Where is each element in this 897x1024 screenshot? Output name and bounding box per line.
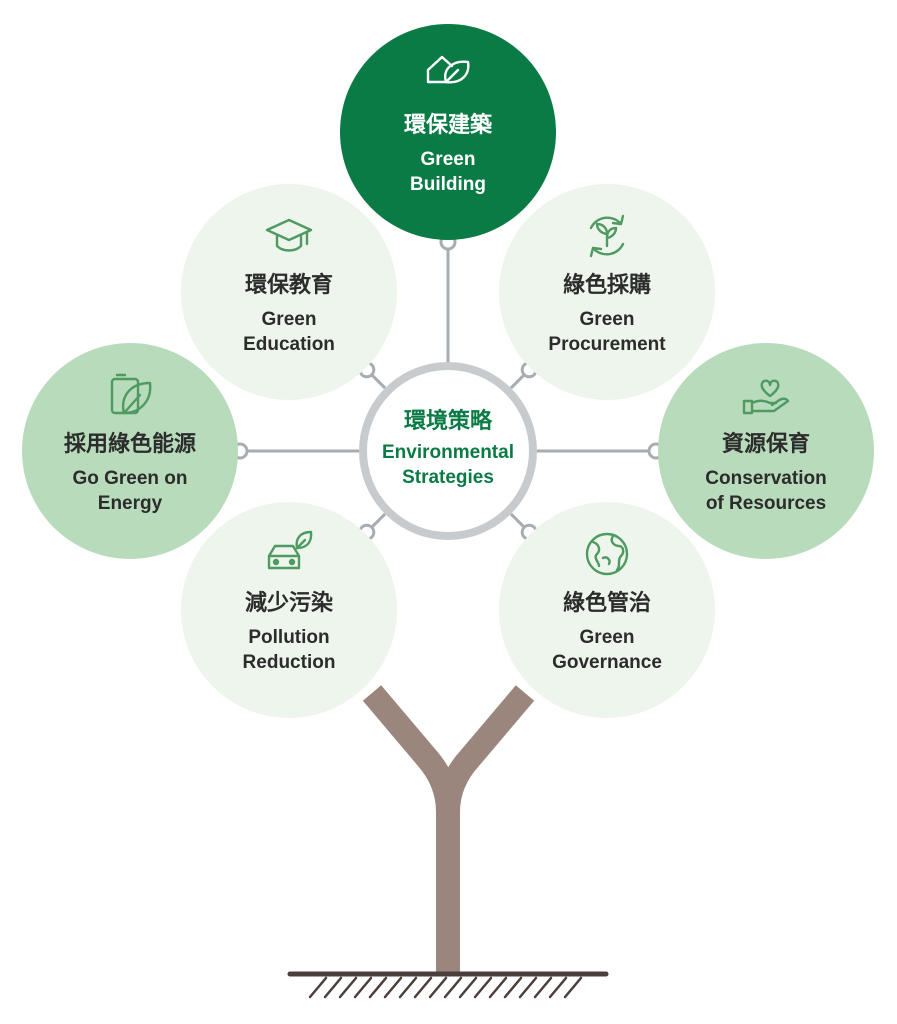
node-title-en-2-education: Education: [243, 334, 335, 355]
center-title-en-2: Strategies: [402, 467, 494, 488]
node-circle-energy: [22, 343, 238, 559]
graduation-cap-icon: [265, 218, 313, 252]
node-title-en-2-building: Building: [410, 174, 486, 195]
center-title-en-1: Environmental: [382, 442, 514, 463]
battery-leaf-icon: [110, 373, 152, 415]
recycle-sprout-icon: [589, 214, 625, 258]
hand-heart-icon: [742, 379, 790, 415]
node-title-zh-education: 環保教育: [245, 272, 333, 298]
node-title-en-2-energy: Energy: [98, 493, 163, 514]
node-title-en-2-pollution: Reduction: [243, 652, 336, 673]
node-title-en-2-governance: Governance: [552, 652, 662, 673]
node-title-en-2-procurement: Procurement: [548, 334, 666, 355]
node-title-en-1-education: Green: [262, 309, 317, 330]
ground: [287, 971, 609, 999]
node-energy: 採用綠色能源 Go Green on Energy: [22, 343, 238, 559]
node-title-zh-energy: 採用綠色能源: [64, 431, 196, 457]
node-title-en-1-building: Green: [421, 149, 476, 170]
node-circle-procurement: [499, 184, 715, 400]
center-hub: 環境策略 Environmental Strategies: [359, 362, 537, 540]
strategy-nodes: 環保建築GreenBuilding環保教育GreenEducation綠色採購G…: [22, 24, 874, 718]
node-title-en-2-resources: of Resources: [706, 493, 826, 514]
node-title-en-1-governance: Green: [580, 627, 635, 648]
node-resources: 資源保育 Conservation of Resources: [658, 343, 874, 559]
node-circle-resources: [658, 343, 874, 559]
car-leaf-icon: [267, 530, 313, 570]
globe-icon: [585, 532, 629, 576]
center-title-zh: 環境策略: [404, 408, 493, 434]
node-circle-pollution: [181, 502, 397, 718]
node-title-zh-pollution: 減少污染: [245, 590, 333, 616]
node-title-en-1-pollution: Pollution: [248, 627, 329, 648]
node-circle-education: [181, 184, 397, 400]
node-title-en-1-energy: Go Green on: [72, 468, 187, 489]
node-title-en-1-resources: Conservation: [705, 468, 826, 489]
node-title-zh-building: 環保建築: [404, 112, 493, 138]
tree-trunk: [362, 685, 535, 975]
node-title-en-1-procurement: Green: [580, 309, 635, 330]
node-title-zh-resources: 資源保育: [722, 431, 810, 457]
node-title-zh-governance: 綠色管治: [563, 590, 651, 616]
node-circle-governance: [499, 502, 715, 718]
house-leaf-icon: [426, 55, 470, 84]
node-title-zh-procurement: 綠色採購: [563, 272, 651, 298]
node-circle-building: [340, 24, 556, 240]
